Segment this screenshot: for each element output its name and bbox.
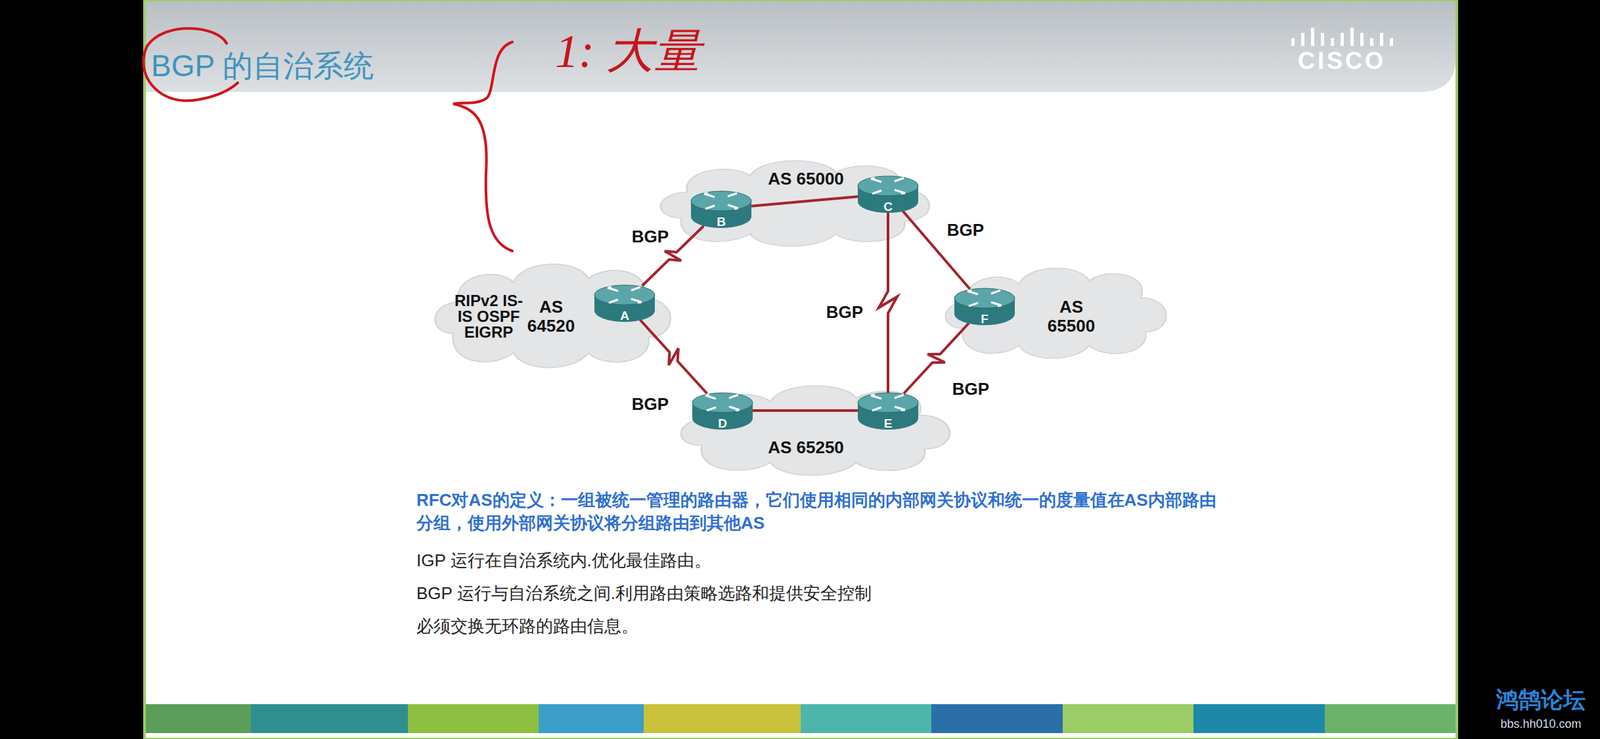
router-arrows <box>870 394 906 411</box>
router-name: D <box>689 416 756 431</box>
ethernet-link <box>751 196 858 207</box>
router-icon: D <box>689 389 756 432</box>
router-icon: A <box>591 281 658 324</box>
router-name: B <box>688 214 755 230</box>
as-cloud: AS 65500 F <box>939 260 1174 363</box>
cloud-outline <box>660 160 930 247</box>
bullet-text: 必须交换无环路的路由信息。 <box>416 614 639 638</box>
router-icon: B <box>688 187 755 230</box>
definition-note: RFC对AS的定义：一组被统一管理的路由器，它们使用相同的内部网关协议和统一的度… <box>416 488 1228 535</box>
router-name: E <box>855 416 921 431</box>
link-label: BGP <box>629 226 672 247</box>
router-arrows <box>870 177 906 194</box>
as-label: AS 65500 <box>1041 297 1101 335</box>
watermark-url: bbs.hh010.com <box>1500 717 1581 732</box>
watermark: 鸿鹄论坛 <box>1496 685 1586 716</box>
router-name: F <box>951 311 1018 327</box>
router-arrows <box>704 193 739 209</box>
ethernet-link <box>752 409 858 412</box>
as-cloud: RIPv2 IS-IS OSPF EIGRPAS 64520 A <box>428 254 679 373</box>
router-arrows <box>705 394 740 411</box>
as-cloud: AS 65000B C <box>652 153 939 251</box>
as-label: AS 64520 <box>521 297 581 335</box>
brand-logo: CISCO <box>1297 47 1386 75</box>
as-label: AS 65000 <box>767 168 845 190</box>
link-label: BGP <box>949 378 992 400</box>
router-arrows <box>967 290 1002 307</box>
handwritten-note: 1: 大量 <box>555 19 701 83</box>
bullet-text: BGP 运行与自治系统之间.利用路由策略选路和提供安全控制 <box>416 581 872 605</box>
router-icon: F <box>951 285 1018 328</box>
serial-link <box>640 319 708 394</box>
slide-title: BGP 的自治系统 <box>151 45 374 87</box>
link-label: BGP <box>823 302 866 323</box>
router-name: C <box>855 199 921 215</box>
router-icon: E <box>855 389 921 432</box>
bullet-text: IGP 运行在自治系统内.优化最佳路由。 <box>416 549 712 573</box>
as-label: RIPv2 IS-IS OSPF EIGRP <box>452 292 525 341</box>
cloud-outline <box>434 264 670 368</box>
link-label: BGP <box>944 220 987 241</box>
as-cloud: AS 65250 D E <box>673 377 959 480</box>
router-top <box>690 191 752 211</box>
serial-link <box>878 210 898 394</box>
cloud-outline <box>681 385 950 475</box>
router-top <box>692 392 753 413</box>
as-label: AS 65250 <box>767 437 845 458</box>
router-name: A <box>591 308 658 324</box>
router-arrows <box>607 287 642 303</box>
router-top <box>594 285 655 305</box>
cloud-outline <box>945 267 1167 358</box>
router-top <box>857 392 919 413</box>
router-icon: C <box>855 172 921 215</box>
router-top <box>857 176 919 196</box>
router-top <box>954 288 1015 309</box>
link-label: BGP <box>629 394 672 415</box>
